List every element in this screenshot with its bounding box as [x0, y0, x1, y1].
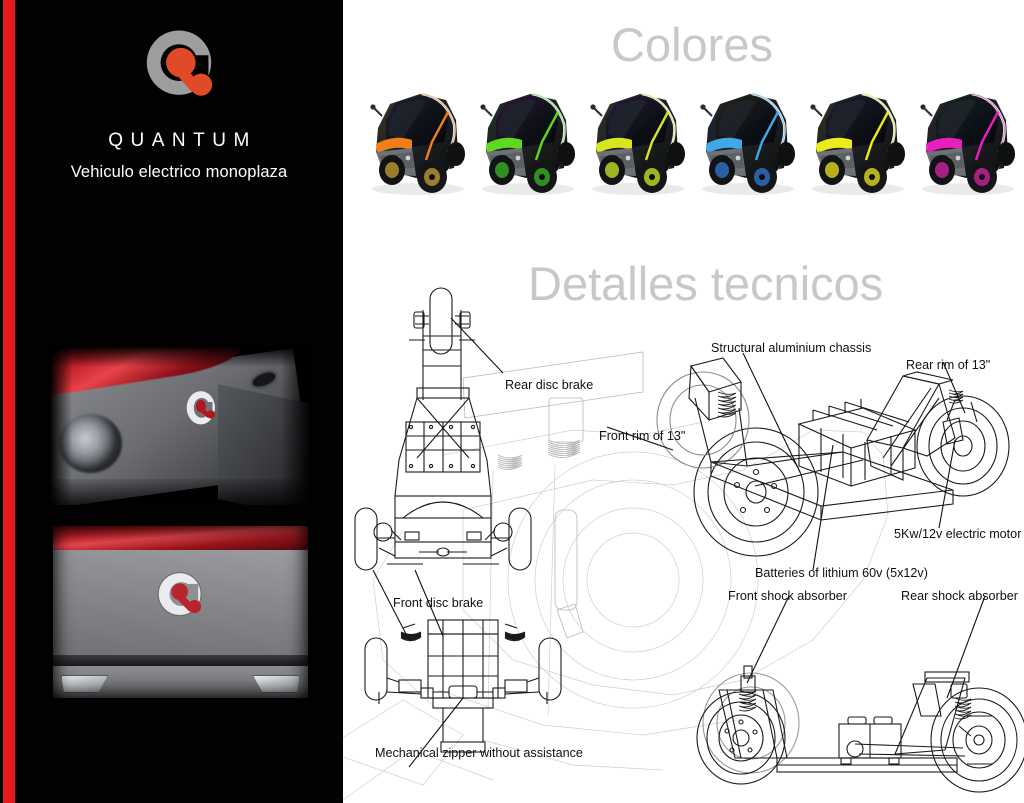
ghost-coilover-icon [462, 351, 644, 639]
label-front-disc-brake: Front disc brake [393, 596, 484, 610]
label-mechanical-zipper: Mechanical zipper without assistance [375, 746, 583, 760]
leader-lines [372, 317, 986, 768]
label-rear-rim: Rear rim of 13" [906, 358, 991, 372]
rear-suspension-top-view-diagram [354, 287, 532, 571]
section-title-detalles: Detalles tecnicos [528, 257, 884, 310]
label-rear-disc-brake: Rear disc brake [505, 378, 594, 392]
section-title-colores: Colores [611, 18, 773, 71]
red-accent-stripe [3, 0, 15, 803]
content-area: Colores Detalles tecnicos [343, 0, 1024, 803]
brand-tagline: Vehiculo electrico monoplaza [70, 163, 288, 181]
label-batteries: Batteries of lithium 60v (5x12v) [755, 566, 928, 580]
left-brand-panel: QUANTUM Vehiculo electrico monoplaza [0, 0, 343, 803]
vehicle-variant-yellow[interactable] [800, 82, 918, 198]
label-electric-motor: 5Kw/12v electric motor [894, 527, 1022, 541]
chassis-side-view-diagram [696, 665, 1024, 793]
color-variants-row [360, 82, 1024, 198]
rear-badge-detail-photo [48, 521, 313, 702]
label-front-shock: Front shock absorber [728, 589, 847, 603]
vehicle-variant-magenta[interactable] [910, 82, 1024, 198]
quantum-emblem-icon [157, 572, 203, 617]
quantum-q-logo-icon [146, 30, 213, 96]
label-rear-shock: Rear shock absorber [901, 589, 1018, 603]
technical-diagrams [343, 287, 1024, 801]
rear-quarter-detail-photo [48, 345, 313, 505]
brand-name: QUANTUM [108, 130, 257, 151]
front-suspension-top-view-diagram [364, 619, 562, 753]
vehicle-variant-orange[interactable] [360, 82, 478, 198]
chassis-isometric-diagram [656, 357, 1010, 557]
label-structural-chassis: Structural aluminium chassis [711, 341, 872, 355]
ghosted-vehicle-outline-diagram [343, 421, 889, 801]
vehicle-variant-yellow-green[interactable] [580, 82, 698, 198]
vehicle-variant-green[interactable] [470, 82, 588, 198]
quantum-emblem-icon [186, 390, 215, 425]
brand-block: QUANTUM Vehiculo electrico monoplaza [15, 24, 343, 182]
vehicle-variant-blue[interactable] [690, 82, 808, 198]
label-front-rim: Front rim of 13" [599, 429, 686, 443]
